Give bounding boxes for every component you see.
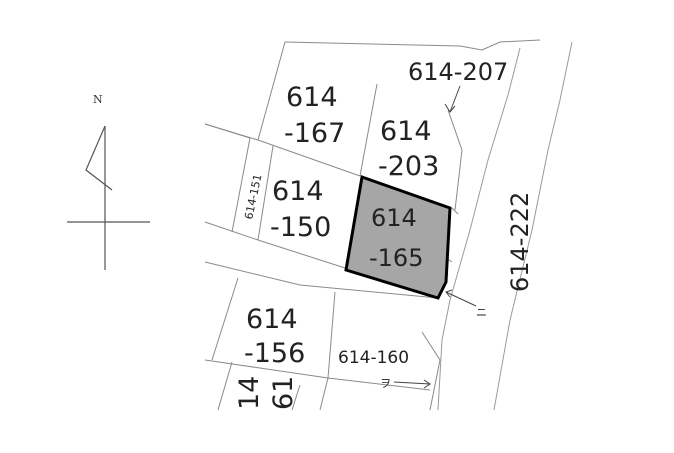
parcel-150-number: 614 [272,176,324,207]
leader-207-arrowhead [444,103,456,113]
subject-parcel-fill [346,177,450,298]
parcel-partial-number: 14 [234,376,265,410]
parcel-150-branch: -150 [270,212,331,243]
leader-ni-arrow [445,291,477,307]
parcel-222-label: 614-222 [506,192,534,292]
subject-parcel-outline [344,174,452,300]
parcel-203-number: 614 [380,116,432,147]
parcel-203-branch: -203 [378,151,439,182]
boundary-156-bottom [204,359,329,379]
marker-ni: ニ [476,306,487,319]
boundary-156-left [211,277,239,361]
leader-ni-arrowhead [445,289,453,298]
boundary-167-left [257,41,286,141]
boundary-160-right [421,331,441,411]
boundary-top [284,39,541,51]
parcel-160-label: 614-160 [338,348,409,368]
boundary-151-left [231,137,251,233]
boundary-156-160 [319,291,336,411]
boundary-150-bottom [204,221,346,269]
boundary-partial-left [217,361,233,411]
tick-mark-1 [451,207,459,215]
boundary-167-203 [359,83,378,177]
parcel-156-number: 614 [246,304,298,335]
subject-label-branch: -165 [369,244,423,272]
leader-yo-arrow [393,381,431,385]
marker-yo: ヲ [380,377,391,390]
subject-label-number: 614 [371,204,417,232]
boundary-151-right [257,145,274,241]
road-222-right-edge [493,41,573,411]
parcel-151-label: 614-151 [242,173,264,221]
parcel-167-branch: -167 [284,118,345,149]
boundary-160-bottom [327,377,431,391]
parcel-partial-branch: 61 [268,376,299,410]
parcel-167-number: 614 [286,82,338,113]
parcel-boundaries [204,39,573,411]
parcel-labels: 614 -167 614 -203 614 -150 614 -156 614-… [234,58,534,410]
boundary-partial-right [291,384,301,411]
road-222-left-edge [437,47,521,411]
north-arrow: N [67,93,150,270]
leader-yo-arrowhead [423,379,431,389]
boundary-strip-upper [204,123,251,139]
leader-arrows: ニ ヲ [380,85,487,390]
road-strip-upper [204,261,439,299]
subject-parcel-614-165: 614 -165 [344,174,452,300]
compass-needle [85,125,113,191]
parcel-156-branch: -156 [244,338,305,369]
boundary-203-right [447,109,463,211]
north-label: N [93,93,103,106]
leader-207-arrow [449,85,461,113]
parcel-207-label: 614-207 [408,58,508,86]
